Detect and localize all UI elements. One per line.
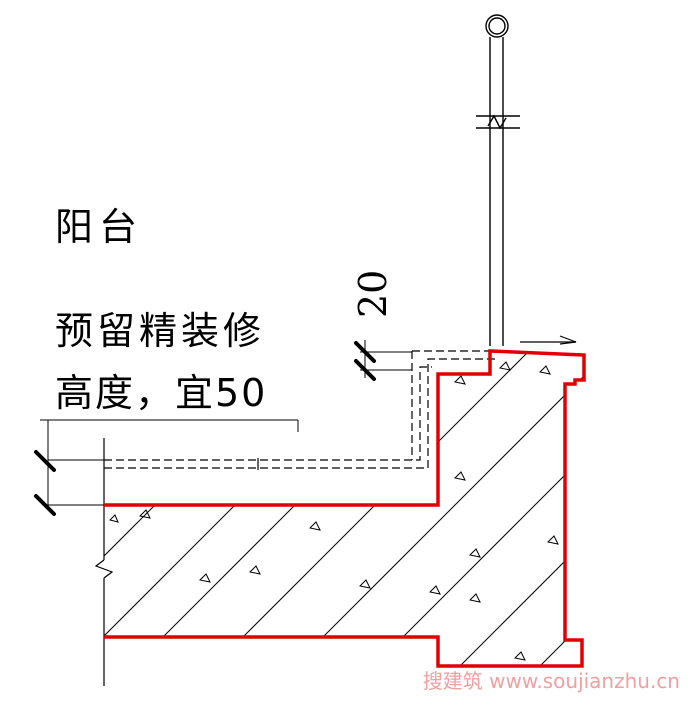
dimension-label: 20 xyxy=(351,270,395,318)
aggregate-marks xyxy=(109,361,559,661)
slab-outline xyxy=(104,349,586,668)
railing-post xyxy=(476,14,520,346)
dimension-ticks xyxy=(34,341,376,516)
finish-note-line1: 预留精装修 xyxy=(55,309,266,353)
wall-line xyxy=(94,438,114,686)
finish-note-line2: 高度，宜50 xyxy=(55,371,268,415)
balcony-label: 阳台 xyxy=(55,205,144,249)
dimension-lines xyxy=(40,340,412,510)
watermark: 搜建筑 www.soujianzhu.cn xyxy=(422,669,680,693)
slope-arrow xyxy=(520,335,577,345)
finish-layer-dashed xyxy=(104,350,500,469)
